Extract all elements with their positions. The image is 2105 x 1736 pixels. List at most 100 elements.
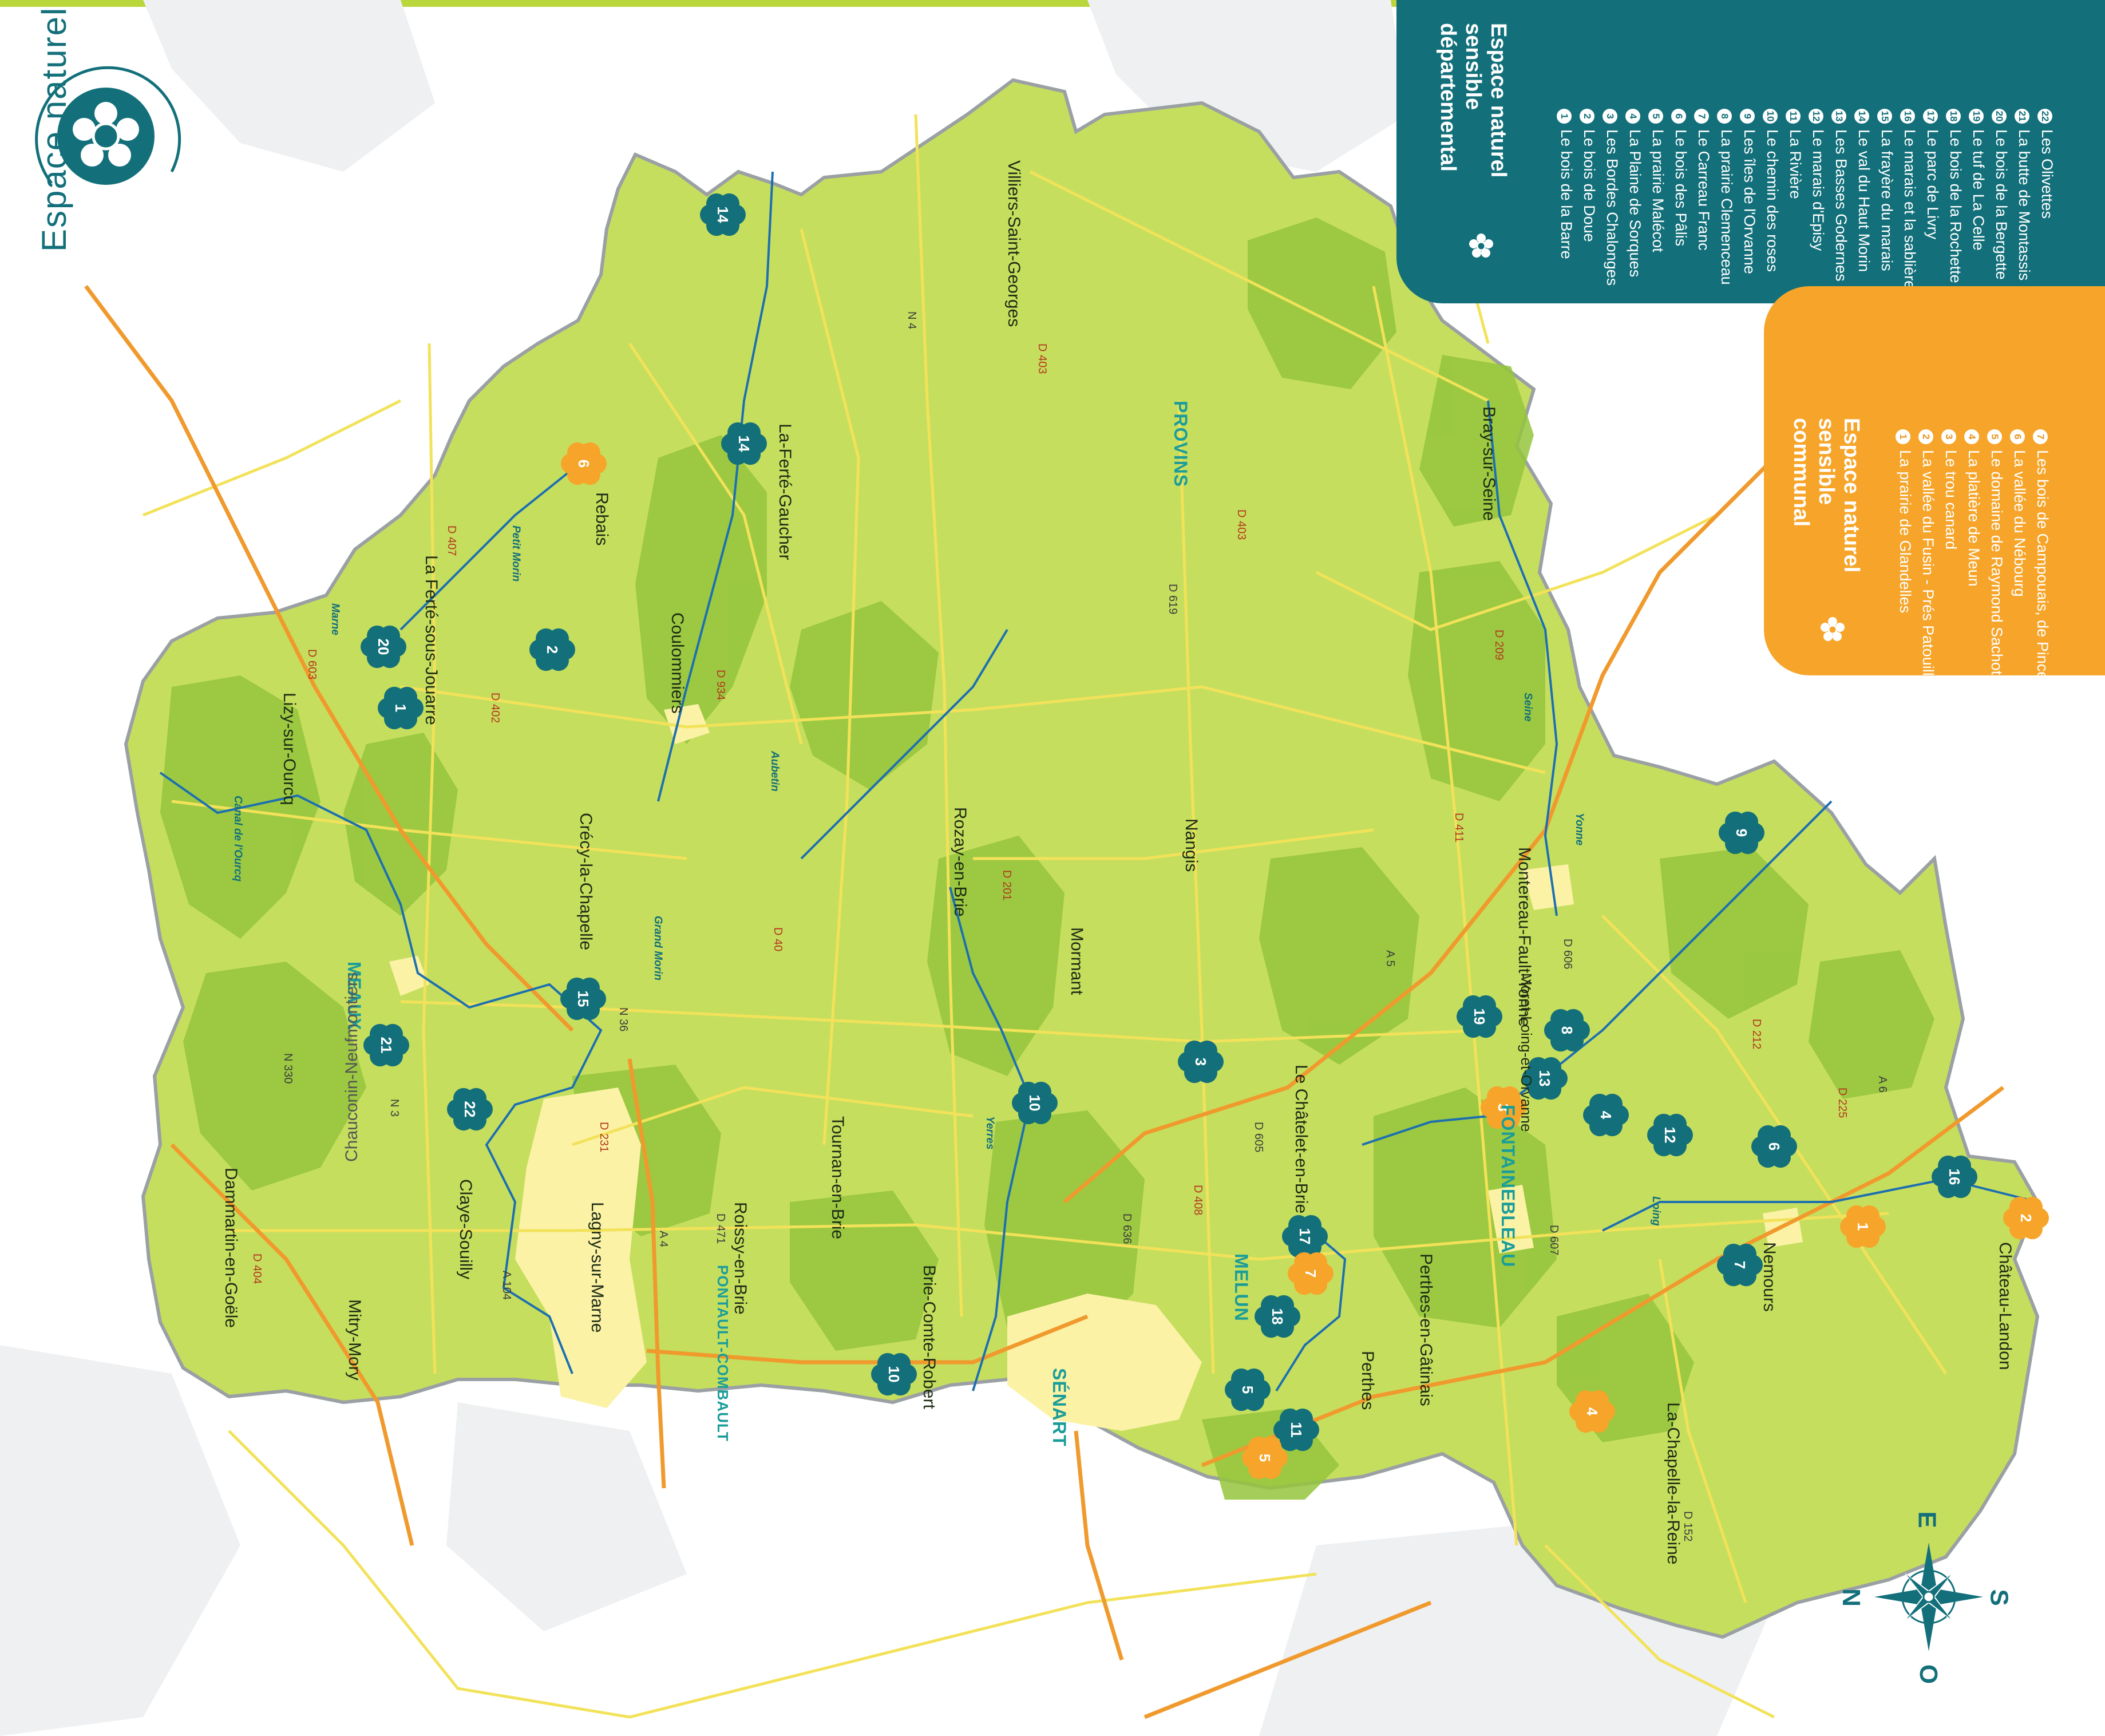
city-label-lizy: Lizy-sur-Ourcq bbox=[280, 693, 299, 805]
legend-item: 13Les Basses Godernes bbox=[1831, 109, 1850, 282]
legend-item: 2La vallée du Fusin - Prés Patouillats bbox=[1918, 429, 1937, 697]
legend-item-label: Le Carreau Franc bbox=[1695, 129, 1712, 251]
dept-marker-21[interactable]: 21 bbox=[363, 1023, 409, 1067]
city-label-claye: Claye-Souilly bbox=[456, 1179, 475, 1280]
dept-marker-1[interactable]: 1 bbox=[378, 686, 424, 730]
road-label: A 104 bbox=[500, 1271, 513, 1300]
dept-marker-5[interactable]: 5 bbox=[1225, 1368, 1271, 1411]
legend-item-number: 13 bbox=[1831, 109, 1846, 124]
legend-comm-flower-icon bbox=[1821, 617, 1845, 641]
dept-marker-6[interactable]: 6 bbox=[1751, 1125, 1797, 1168]
city-label-villiers: Villiers-Saint-Georges bbox=[1004, 160, 1023, 327]
dept-marker-15[interactable]: 15 bbox=[560, 977, 606, 1021]
city-label-pontault: PONTAULT-COMBAULT bbox=[714, 1265, 731, 1442]
dept-marker-14[interactable]: 14 bbox=[721, 422, 767, 465]
legend-item: 1Le bois de la Barre bbox=[1557, 109, 1575, 259]
legend-item: 11La Rivière bbox=[1786, 109, 1804, 199]
road-label: D 636 bbox=[1121, 1213, 1133, 1244]
dept-marker-19[interactable]: 19 bbox=[1457, 995, 1502, 1038]
dept-marker-label: 5 bbox=[1239, 1386, 1256, 1394]
dept-marker-7[interactable]: 7 bbox=[1717, 1243, 1763, 1287]
dept-marker-3[interactable]: 3 bbox=[1178, 1040, 1224, 1083]
legend-item-label: Le parc de Livry bbox=[1924, 129, 1941, 240]
legend-item: 17 Le parc de Livry bbox=[1923, 109, 1941, 239]
dept-marker-10[interactable]: 10 bbox=[1012, 1081, 1058, 1125]
legend-item-number: 10 bbox=[1763, 109, 1778, 124]
dept-marker-label: 21 bbox=[378, 1037, 395, 1054]
legend-item-label: La prairie Clemenceau bbox=[1718, 129, 1735, 285]
dept-marker-label: 7 bbox=[1731, 1261, 1748, 1269]
legend-item: 22Les Olivettes bbox=[2037, 109, 2056, 219]
dept-marker-label: 2 bbox=[544, 646, 561, 654]
dept-marker-label: 1 bbox=[392, 704, 409, 712]
legend-item-number: 22 bbox=[2037, 109, 2052, 124]
dept-marker-label: 3 bbox=[1192, 1058, 1209, 1066]
city-label-bray: Bray-sur-Seine bbox=[1479, 406, 1498, 521]
dept-marker-13[interactable]: 13 bbox=[1522, 1057, 1568, 1100]
legend-item-number: 3 bbox=[1941, 429, 1956, 444]
legend-dept-flower-icon bbox=[1469, 234, 1493, 258]
city-label-dammartin: Dammartin-en-Goële bbox=[221, 1168, 240, 1328]
legend-item-label: Le bois des Pâlis bbox=[1672, 129, 1689, 247]
dept-marker-9[interactable]: 9 bbox=[1719, 811, 1764, 855]
legend-item: 5 Le domaine de Raymond Sachot bbox=[1987, 429, 2005, 675]
legend-item: 14Le val du Haut Morin bbox=[1854, 109, 1873, 272]
legend-item-number: 5 bbox=[1987, 429, 2002, 444]
legend-item-number: 1 bbox=[1896, 429, 1910, 444]
river-label-ourcq: Canal de l'Ourcq bbox=[232, 796, 244, 882]
dept-marker-20[interactable]: 20 bbox=[361, 625, 406, 669]
legend-item-label: La vallée du Fusin - Prés Patouillats bbox=[1920, 450, 1937, 697]
comm-marker-1[interactable]: 1 bbox=[1840, 1205, 1886, 1248]
river-label-petit-morin: Petit Morin bbox=[510, 525, 522, 582]
dept-marker-label: 4 bbox=[1597, 1111, 1615, 1120]
dept-marker-17[interactable]: 17 bbox=[1282, 1215, 1328, 1258]
comm-marker-6[interactable]: 6 bbox=[561, 442, 607, 485]
dept-marker-label: 10 bbox=[1026, 1095, 1043, 1112]
dept-marker-4[interactable]: 4 bbox=[1583, 1093, 1629, 1137]
city-label-nemours: Nemours bbox=[1760, 1242, 1779, 1312]
dept-marker-12[interactable]: 12 bbox=[1647, 1113, 1693, 1157]
legend-item-number: 4 bbox=[1964, 429, 1979, 444]
legend-item-label: Le domaine de Raymond Sachot bbox=[1988, 450, 2005, 675]
dept-marker-8[interactable]: 8 bbox=[1544, 1009, 1590, 1052]
legend-item: 6La vallée du Nébourg bbox=[2010, 429, 2028, 597]
legend-item: 1La prairie de Glandelles bbox=[1896, 429, 1914, 613]
comm-marker-label: 2 bbox=[2017, 1214, 2035, 1222]
legend-item: 7Le Carreau Franc bbox=[1694, 109, 1712, 251]
comm-marker-3[interactable]: 3 bbox=[1481, 1086, 1526, 1129]
dept-marker-label: 14 bbox=[735, 436, 753, 452]
legend-item: 15La frayère du marais bbox=[1877, 109, 1896, 271]
comm-marker-7[interactable]: 7 bbox=[1288, 1252, 1334, 1295]
road-label: D 605 bbox=[1252, 1122, 1265, 1153]
city-label-fontainebleau: FONTAINEBLEAU bbox=[1498, 1105, 1518, 1268]
legend-item-number: 18 bbox=[1946, 109, 1961, 124]
dept-marker-label: 11 bbox=[1288, 1422, 1305, 1438]
legend-item-number: 16 bbox=[1900, 109, 1915, 124]
motorways bbox=[84, 284, 2005, 1719]
comm-marker-5[interactable]: 5 bbox=[1242, 1436, 1288, 1480]
dept-marker-18[interactable]: 18 bbox=[1255, 1295, 1300, 1338]
legend-item-label: Le bois de la Rochette bbox=[1947, 129, 1964, 283]
legend-item-number: 17 bbox=[1923, 109, 1938, 124]
comm-marker-4[interactable]: 4 bbox=[1569, 1390, 1615, 1433]
legend-item: 20Le bois de la Bergette bbox=[1992, 109, 2010, 280]
legend-item: 6Le bois des Pâlis bbox=[1671, 109, 1689, 246]
city-label-rozay: Rozay-en-Brie bbox=[951, 807, 970, 917]
city-label-nangis: Nangis bbox=[1182, 818, 1201, 872]
dept-marker-2[interactable]: 2 bbox=[529, 628, 575, 671]
road-label: D 408 bbox=[1192, 1185, 1204, 1216]
road-label: D 619 bbox=[1166, 584, 1179, 615]
road-label: D 411 bbox=[1453, 813, 1465, 843]
compass-n: N bbox=[1837, 1588, 1865, 1607]
city-label-mitry: Mitry-Mory bbox=[345, 1299, 364, 1381]
comm-marker-2[interactable]: 2 bbox=[2003, 1196, 2049, 1240]
dept-marker-10[interactable]: 10 bbox=[871, 1353, 917, 1396]
dept-marker-16[interactable]: 16 bbox=[1932, 1155, 1977, 1199]
dept-marker-11[interactable]: 11 bbox=[1273, 1408, 1319, 1452]
dept-marker-22[interactable]: 22 bbox=[447, 1088, 493, 1131]
dept-marker-label: 19 bbox=[1471, 1009, 1488, 1025]
legend-item: 5La prairie Malécot bbox=[1648, 109, 1667, 252]
dept-marker-14[interactable]: 14 bbox=[700, 193, 746, 236]
